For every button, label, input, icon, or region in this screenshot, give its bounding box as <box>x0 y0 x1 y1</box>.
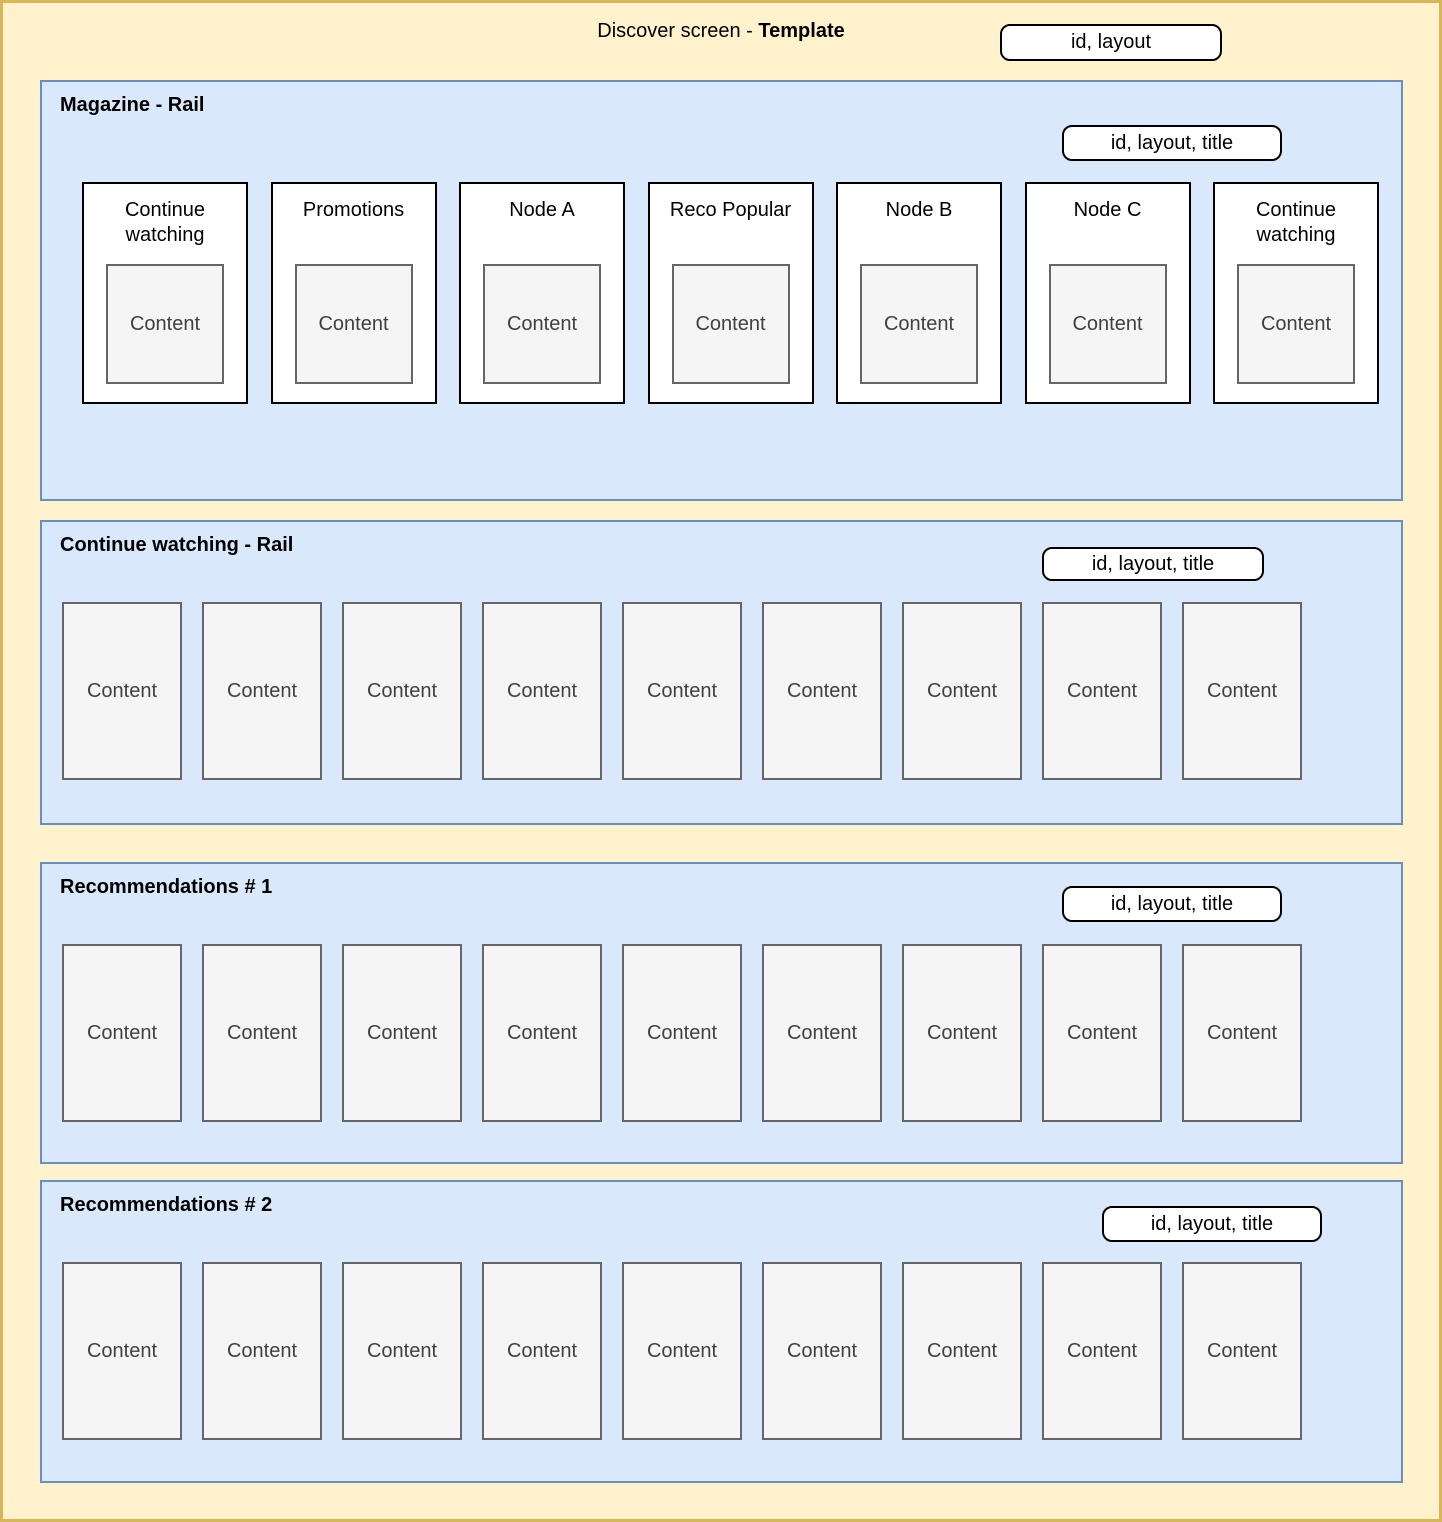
content-placeholder: Content <box>622 944 742 1122</box>
content-placeholder: Content <box>622 602 742 780</box>
content-placeholder: Content <box>294 264 413 384</box>
section-fields-badge: id, layout, title <box>1062 886 1282 922</box>
content-placeholder: Content <box>902 1262 1022 1440</box>
content-placeholder: Content <box>902 602 1022 780</box>
card-title: Node B <box>885 199 953 221</box>
card-title: Promotions <box>302 199 405 221</box>
content-placeholder: Content <box>62 1262 182 1440</box>
content-placeholder: Content <box>483 264 601 384</box>
content-placeholder: Content <box>106 264 224 384</box>
content-placeholder: Content <box>762 1262 882 1440</box>
content-placeholder: Content <box>342 944 462 1122</box>
section-fields-badge: id, layout, title <box>1042 547 1264 581</box>
content-placeholder: Content <box>1048 264 1167 384</box>
content-placeholder: Content <box>860 264 978 384</box>
content-placeholder: Content <box>671 264 790 384</box>
content-placeholder: Content <box>622 1262 742 1440</box>
content-placeholder: Content <box>482 1262 602 1440</box>
section-title: Recommendations # 1 <box>60 876 273 898</box>
content-placeholder: Content <box>1182 944 1302 1122</box>
content-placeholder: Content <box>1042 602 1162 780</box>
section-continue-watching-rail: Continue watching - Rail id, layout, tit… <box>40 520 1403 825</box>
page-title-prefix: Discover screen - <box>597 20 759 42</box>
content-placeholder: Content <box>1237 264 1355 384</box>
magazine-card: Node A Content <box>459 182 625 404</box>
section-fields-badge: id, layout, title <box>1062 125 1282 161</box>
content-placeholder: Content <box>1182 602 1302 780</box>
page-title-emphasis: Template <box>758 20 845 42</box>
card-title: Node C <box>1073 199 1142 221</box>
page-title: Discover screen - Template <box>3 20 1439 43</box>
content-placeholder: Content <box>1042 1262 1162 1440</box>
section-recommendations-2: Recommendations # 2 id, layout, title Co… <box>40 1180 1403 1483</box>
card-title: Continue watching <box>124 199 206 246</box>
magazine-card: Node B Content <box>836 182 1002 404</box>
content-placeholder: Content <box>482 602 602 780</box>
content-placeholder: Content <box>902 944 1022 1122</box>
content-placeholder: Content <box>1042 944 1162 1122</box>
page-fields-badge: id, layout <box>1000 24 1222 61</box>
section-fields-badge: id, layout, title <box>1102 1206 1322 1242</box>
card-title: Node A <box>509 199 575 221</box>
section-recommendations-1: Recommendations # 1 id, layout, title Co… <box>40 862 1403 1164</box>
content-placeholder: Content <box>202 1262 322 1440</box>
section-title: Recommendations # 2 <box>60 1194 273 1216</box>
content-placeholder: Content <box>762 944 882 1122</box>
content-placeholder: Content <box>62 602 182 780</box>
content-placeholder: Content <box>62 944 182 1122</box>
content-placeholder: Content <box>202 602 322 780</box>
card-title: Continue watching <box>1255 199 1337 246</box>
card-title: Reco Popular <box>669 199 792 221</box>
content-placeholder: Content <box>342 602 462 780</box>
content-placeholder: Content <box>202 944 322 1122</box>
section-title: Magazine - Rail <box>60 94 205 116</box>
section-title: Continue watching - Rail <box>60 534 294 556</box>
content-placeholder: Content <box>342 1262 462 1440</box>
content-placeholder: Content <box>482 944 602 1122</box>
section-magazine-rail: Magazine - Rail id, layout, title Contin… <box>40 80 1403 501</box>
content-placeholder: Content <box>1182 1262 1302 1440</box>
magazine-card: Node C Content <box>1024 182 1191 404</box>
content-placeholder: Content <box>762 602 882 780</box>
